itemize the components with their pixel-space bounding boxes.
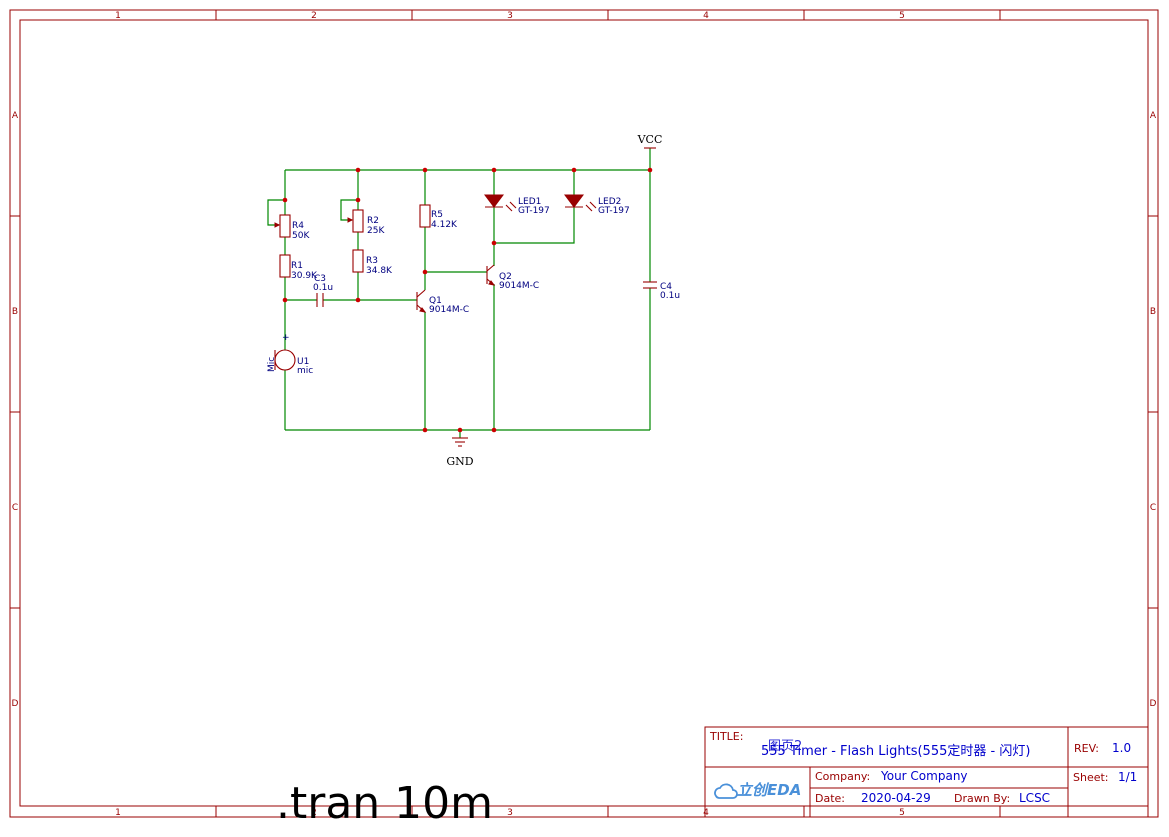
q2-value: 9014M-C (499, 281, 539, 291)
c3-ref: C3 (314, 274, 326, 284)
row-label: B (12, 307, 18, 317)
col-label: 5 (899, 11, 905, 21)
led1-ref: LED1 (518, 197, 541, 207)
company-value: Your Company (880, 769, 968, 783)
transistor-q1[interactable]: Q1 9014M-C (416, 289, 469, 315)
r2-value: 25K (367, 226, 385, 236)
wires (267, 148, 651, 438)
capacitor-c3[interactable]: C3 0.1u (313, 274, 333, 307)
col-label: 2 (311, 11, 317, 21)
col-label: 2 (311, 808, 317, 818)
drawn-value: LCSC (1019, 791, 1050, 805)
inner-frame (19, 19, 1149, 807)
resistor-r5[interactable]: R5 4.12K (419, 204, 458, 230)
vcc-symbol[interactable]: VCC (637, 133, 663, 149)
logo-text: 立创EDA (737, 781, 801, 799)
q1-value: 9014M-C (429, 305, 469, 315)
r3-ref: R3 (366, 256, 378, 266)
title-block: TITLE: 图页2 555 Timer - Flash Lights(555定… (704, 726, 1149, 818)
r4-ref: R4 (292, 221, 304, 231)
lceda-logo-icon: 立创EDA (714, 781, 801, 799)
col-label: 3 (507, 808, 513, 818)
row-label: B (1150, 307, 1156, 317)
microphone-u1[interactable]: + Mic U1 mic (267, 333, 313, 376)
drawn-key: Drawn By: (954, 792, 1010, 805)
row-label: A (12, 111, 19, 121)
row-label: C (1150, 503, 1156, 513)
col-label: 1 (115, 808, 121, 818)
led2-value: GT-197 (598, 206, 630, 216)
col-label: 3 (507, 11, 513, 21)
title-key: TITLE: (709, 730, 743, 743)
title-value: 555 Timer - Flash Lights(555定时器 - 闪灯) (761, 744, 1030, 759)
r3-value: 34.8K (366, 266, 393, 276)
row-label: C (12, 503, 18, 513)
title-overlay: 图页2 (768, 739, 802, 754)
date-value: 2020-04-29 (861, 791, 931, 805)
capacitor-c4[interactable]: C4 0.1u (643, 281, 680, 301)
date-key: Date: (815, 792, 845, 805)
c3-value: 0.1u (313, 283, 333, 293)
mic-plus: + (282, 333, 290, 343)
junctions (282, 167, 653, 433)
vcc-label: VCC (637, 133, 663, 146)
outer-frame (9, 9, 1159, 818)
row-label: D (1150, 699, 1157, 709)
zone-labels: 1 2 3 4 5 1 2 3 4 5 A B C D A B C D (12, 11, 1157, 818)
company-key: Company: (815, 770, 870, 783)
rev-value: 1.0 (1112, 741, 1131, 755)
r5-value: 4.12K (431, 220, 458, 230)
q2-ref: Q2 (499, 272, 512, 282)
mic-pin-label: Mic (267, 357, 277, 372)
r1-ref: R1 (291, 261, 303, 271)
transistor-q2[interactable]: Q2 9014M-C (486, 264, 539, 291)
rev-key: REV: (1074, 742, 1099, 755)
col-label: 4 (703, 808, 709, 818)
r2-ref: R2 (367, 216, 379, 226)
row-label: D (12, 699, 19, 709)
zone-dividers (10, 10, 1158, 817)
col-label: 5 (899, 808, 905, 818)
gnd-label: GND (446, 455, 473, 468)
r1-value: 30.9K (291, 271, 318, 281)
col-label: 4 (703, 11, 709, 21)
resistor-r2[interactable]: R2 25K (347, 209, 385, 236)
sheet-key: Sheet: (1073, 771, 1109, 784)
c4-value: 0.1u (660, 291, 680, 301)
led2-ref: LED2 (598, 197, 621, 207)
led-led1[interactable]: LED1 GT-197 (484, 194, 550, 216)
r5-ref: R5 (431, 210, 443, 220)
r4-value: 50K (292, 231, 310, 241)
col-label: 1 (115, 11, 121, 21)
sim-directive: .tran 10m (276, 778, 493, 829)
resistor-r1[interactable]: R1 30.9K (279, 254, 318, 281)
u1-ref: U1 (297, 357, 309, 367)
c4-ref: C4 (660, 282, 672, 292)
row-label: A (1150, 111, 1157, 121)
u1-value: mic (297, 366, 313, 376)
q1-ref: Q1 (429, 296, 442, 306)
resistor-r3[interactable]: R3 34.8K (352, 249, 393, 276)
gnd-symbol[interactable]: GND (446, 437, 474, 468)
sheet-value: 1/1 (1118, 770, 1137, 784)
led-led2[interactable]: LED2 GT-197 (564, 194, 630, 216)
led1-value: GT-197 (518, 206, 550, 216)
resistor-r4[interactable]: R4 50K (274, 214, 310, 241)
